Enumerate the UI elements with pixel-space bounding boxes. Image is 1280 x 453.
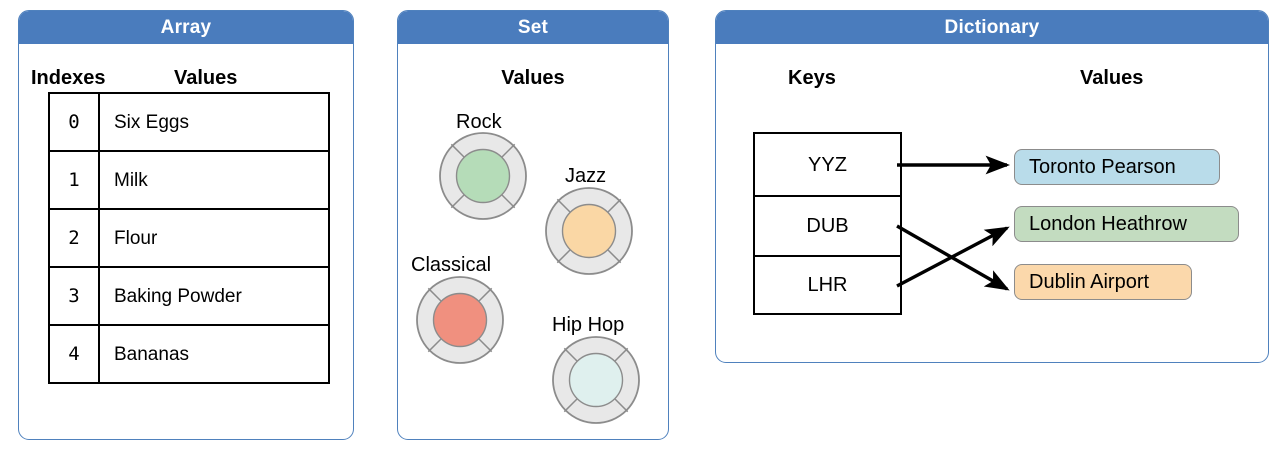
- table-row: 0 Six Eggs: [48, 92, 330, 152]
- set-item-label-rock: Rock: [456, 111, 502, 133]
- dictionary-value-pill-dublin-airport: Dublin Airport: [1014, 264, 1192, 300]
- dictionary-panel-title: Dictionary: [944, 17, 1040, 38]
- clickwheel-icon-hip-hop: [552, 336, 640, 424]
- table-row: 3 Baking Powder: [48, 266, 330, 326]
- array-value-cell: Milk: [98, 150, 330, 210]
- array-value-cell: Flour: [98, 208, 330, 268]
- array-index-cell: 3: [48, 266, 100, 326]
- table-row: 4 Bananas: [48, 324, 330, 384]
- dictionary-panel-body: Keys Values: [716, 44, 1268, 362]
- array-value-cell: Bananas: [98, 324, 330, 384]
- array-panel-header: Array: [19, 11, 353, 44]
- dictionary-keys-table: YYZ DUB LHR: [753, 132, 902, 315]
- set-panel: Set Values Rock Jazz: [397, 10, 669, 440]
- set-item-label-classical: Classical: [411, 254, 492, 276]
- set-panel-title: Set: [517, 17, 549, 38]
- clickwheel-icon-classical: [416, 276, 504, 364]
- array-value-cell: Baking Powder: [98, 266, 330, 326]
- set-panel-header: Set: [398, 11, 668, 44]
- table-row: 2 Flour: [48, 208, 330, 268]
- set-item-label-jazz: Jazz: [565, 165, 607, 187]
- dictionary-values-caption: Values: [1080, 67, 1144, 89]
- dictionary-value-pill-london-heathrow: London Heathrow: [1014, 206, 1239, 242]
- array-value-cell: Six Eggs: [98, 92, 330, 152]
- array-index-cell: 0: [48, 92, 100, 152]
- table-row: 1 Milk: [48, 150, 330, 210]
- clickwheel-icon-jazz: [545, 187, 633, 275]
- dictionary-key-cell: YYZ: [753, 132, 902, 197]
- array-index-cell: 1: [48, 150, 100, 210]
- array-index-cell: 2: [48, 208, 100, 268]
- array-panel-body: Indexes Values: [19, 44, 353, 439]
- dictionary-key-cell: DUB: [753, 195, 902, 257]
- set-item-label-hip-hop: Hip Hop: [552, 314, 625, 336]
- dictionary-keys-caption: Keys: [788, 67, 836, 89]
- array-panel-title: Array: [160, 17, 212, 38]
- clickwheel-icon-rock: [439, 132, 527, 220]
- array-index-cell: 4: [48, 324, 100, 384]
- table-row: DUB: [753, 195, 902, 257]
- table-row: YYZ: [753, 132, 902, 197]
- dictionary-panel: Dictionary Keys Values YYZ DUB LHR Toron…: [715, 10, 1269, 363]
- dictionary-value-pill-toronto-pearson: Toronto Pearson: [1014, 149, 1220, 185]
- set-panel-body: Values Rock Jazz: [398, 44, 668, 439]
- set-values-caption: Values: [501, 67, 565, 89]
- dictionary-panel-header: Dictionary: [716, 11, 1268, 44]
- table-row: LHR: [753, 255, 902, 315]
- array-table: 0 Six Eggs 1 Milk 2 Flour 3 Baking Powde…: [48, 92, 330, 384]
- array-indexes-caption: Indexes: [31, 67, 106, 89]
- array-values-caption: Values: [174, 67, 238, 89]
- array-panel: Array Indexes Values 0 Six Eggs 1 Milk 2…: [18, 10, 354, 440]
- dictionary-key-cell: LHR: [753, 255, 902, 315]
